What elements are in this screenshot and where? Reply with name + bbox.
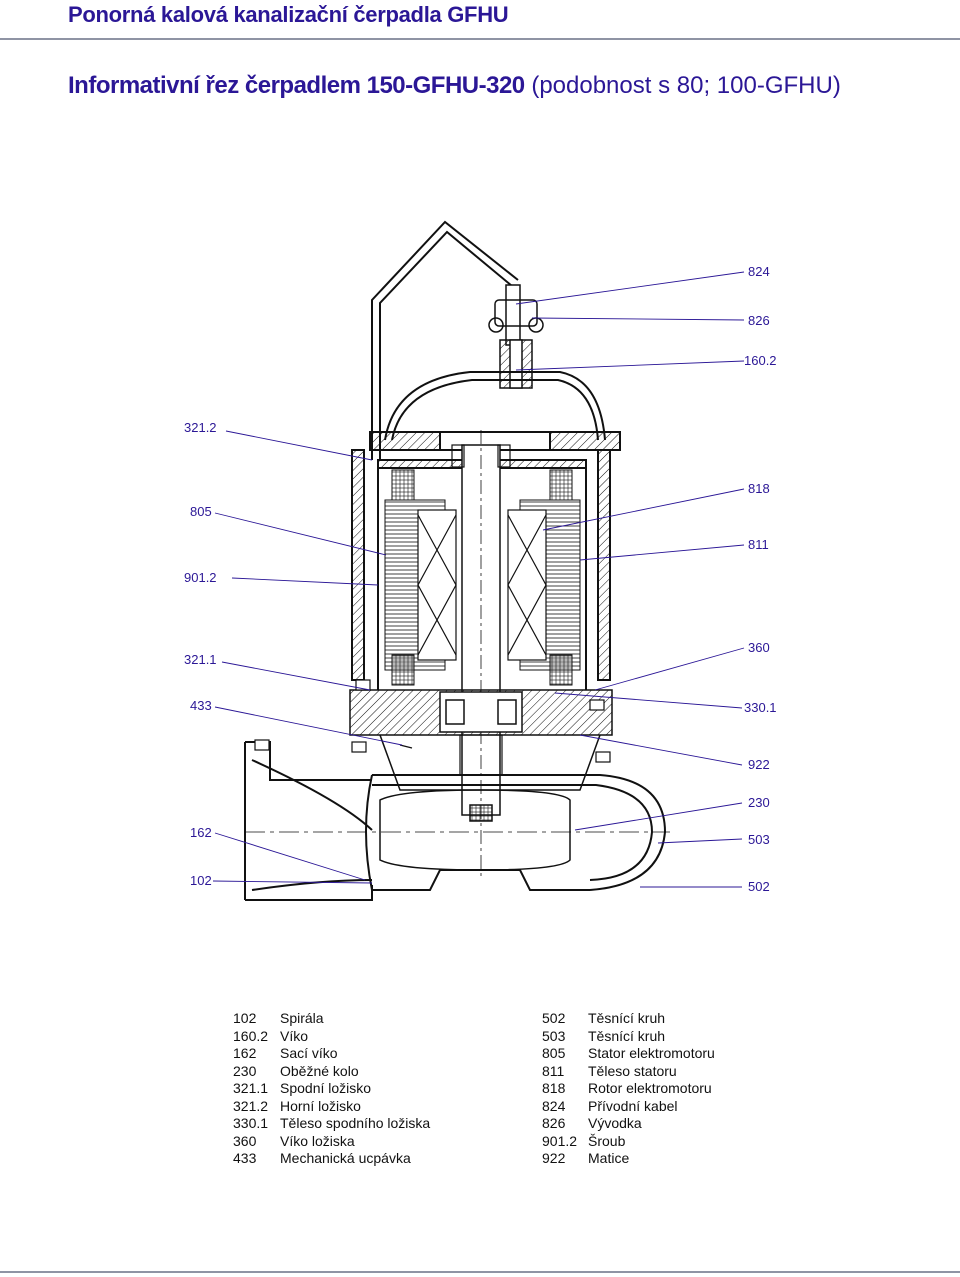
- parts-legend-left: 102 Spirála 160.2 Víko 162 Sací víko 230 Obě…: [233, 1010, 430, 1168]
- legend-row: 433 Mechanická ucpávka: [233, 1150, 430, 1168]
- callout-818: 818: [748, 481, 770, 496]
- callout-502: 502: [748, 879, 770, 894]
- header-divider: [0, 38, 960, 40]
- legend-code: 503: [542, 1027, 566, 1044]
- callout-811: 811: [748, 537, 769, 552]
- legend-row: 360 Víko ložiska: [233, 1133, 430, 1151]
- legend-name: Těsnící kruh: [588, 1010, 666, 1026]
- callout-160-2: 160.2: [744, 353, 777, 368]
- callout-503: 503: [748, 832, 770, 847]
- callout-360: 360: [748, 640, 770, 655]
- top-cover: [369, 371, 621, 451]
- subtitle-similarity-note: (podobnost s 80; 100-GFHU): [531, 72, 841, 99]
- legend-code: 162: [233, 1045, 257, 1061]
- legend-row: 901.2 Šroub: [542, 1133, 715, 1151]
- legend-name: Matice: [588, 1150, 630, 1166]
- legend-row: 826 Vývodka: [542, 1115, 715, 1133]
- legend-name: Vývodka: [588, 1115, 642, 1131]
- legend-name: Těleso spodního ložiska: [280, 1115, 431, 1131]
- page-subtitle: Informativní řez čerpadlem 150-GFHU-320 …: [68, 72, 841, 100]
- lifting-handle: [371, 220, 519, 460]
- callout-230: 230: [748, 795, 770, 810]
- legend-row: 922 Matice: [542, 1150, 715, 1168]
- rotor: [417, 509, 547, 661]
- legend-code: 330.1: [233, 1115, 269, 1131]
- legend-name: Rotor elektromotoru: [588, 1080, 712, 1096]
- callout-922: 922: [748, 757, 770, 772]
- subtitle-model: Informativní řez čerpadlem 150-GFHU-320: [68, 72, 525, 99]
- legend-code: 230: [233, 1062, 257, 1079]
- callout-824: 824: [748, 264, 770, 279]
- legend-name: Přívodní kabel: [588, 1097, 678, 1114]
- legend-name: Těsnící kruh: [588, 1027, 666, 1044]
- legend-code: 502: [542, 1010, 566, 1026]
- legend-code: 321.1: [233, 1080, 269, 1096]
- legend-name: Víko: [280, 1027, 309, 1044]
- legend-row: 230 Oběžné kolo: [233, 1063, 430, 1081]
- leader-lines: [212, 271, 745, 888]
- legend-row: 503 Těsnící kruh: [542, 1028, 715, 1046]
- legend-code: 805: [542, 1045, 566, 1061]
- legend-code: 922: [542, 1150, 566, 1166]
- callout-330-1: 330.1: [744, 700, 777, 715]
- volute-casing: [244, 741, 667, 901]
- callout-321-2: 321.2: [184, 420, 217, 435]
- casing-bolts: [254, 679, 611, 763]
- legend-name: Oběžné kolo: [280, 1062, 359, 1079]
- legend-name: Těleso statoru: [588, 1062, 677, 1079]
- legend-code: 824: [542, 1097, 566, 1114]
- legend-row: 321.1 Spodní ložisko: [233, 1080, 430, 1098]
- legend-row: 818 Rotor elektromotoru: [542, 1080, 715, 1098]
- legend-row: 102 Spirála: [233, 1010, 430, 1028]
- footer-divider: [0, 1271, 960, 1273]
- legend-code: 818: [542, 1080, 566, 1096]
- legend-code: 160.2: [233, 1027, 269, 1044]
- legend-row: 502 Těsnící kruh: [542, 1010, 715, 1028]
- legend-name: Mechanická ucpávka: [280, 1150, 411, 1166]
- legend-name: Šroub: [588, 1132, 626, 1149]
- legend-code: 433: [233, 1150, 257, 1166]
- legend-code: 102: [233, 1010, 257, 1026]
- impeller: [379, 789, 571, 871]
- callout-321-1: 321.1: [184, 652, 217, 667]
- legend-name: Víko ložiska: [280, 1132, 355, 1149]
- legend-name: Horní ložisko: [280, 1097, 361, 1114]
- callout-162: 162: [190, 825, 212, 840]
- legend-code: 360: [233, 1132, 257, 1149]
- legend-code: 321.2: [233, 1097, 269, 1114]
- page-header-title: Ponorná kalová kanalizační čerpadla GFHU: [68, 2, 509, 27]
- legend-code: 826: [542, 1115, 566, 1131]
- upper-bearing: [451, 444, 511, 468]
- callout-102: 102: [190, 873, 212, 888]
- legend-name: Sací víko: [280, 1045, 338, 1061]
- legend-name: Spodní ložisko: [280, 1080, 372, 1096]
- callout-901-2: 901.2: [184, 570, 217, 585]
- legend-row: 321.2 Horní ložisko: [233, 1098, 430, 1116]
- callout-805: 805: [190, 504, 212, 519]
- legend-row: 160.2 Víko: [233, 1028, 430, 1046]
- callout-433: 433: [190, 698, 212, 713]
- legend-code: 811: [542, 1062, 565, 1079]
- callout-826: 826: [748, 313, 770, 328]
- legend-row: 162 Sací víko: [233, 1045, 430, 1063]
- legend-code: 901.2: [542, 1132, 578, 1149]
- legend-row: 330.1 Těleso spodního ložiska: [233, 1115, 430, 1133]
- legend-name: Stator elektromotoru: [588, 1045, 715, 1061]
- legend-row: 805 Stator elektromotoru: [542, 1045, 715, 1063]
- legend-row: 811 Těleso statoru: [542, 1063, 715, 1081]
- lower-bearing-housing: [349, 689, 613, 791]
- legend-name: Spirála: [280, 1010, 324, 1026]
- legend-row: 824 Přívodní kabel: [542, 1098, 715, 1116]
